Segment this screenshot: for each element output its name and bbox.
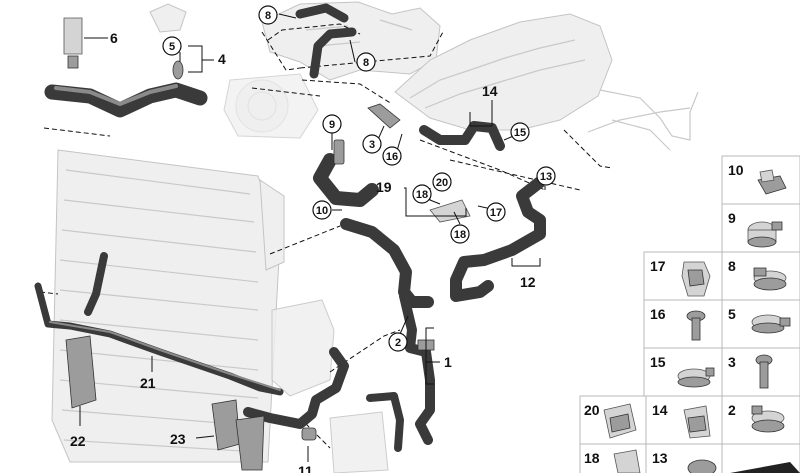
- circled-label-3: 3: [369, 139, 375, 151]
- callout-6: 6: [110, 30, 118, 46]
- circled-label-2: 2: [395, 337, 401, 349]
- circled-callouts: [162, 5, 556, 352]
- legend-pic-14: [683, 405, 711, 439]
- circled-label-20: 20: [436, 177, 448, 189]
- legend-number-18: 18: [584, 450, 600, 466]
- circled-label-13: 13: [540, 171, 552, 183]
- circled-label-8b: 8: [363, 57, 369, 69]
- circled-callout-10: [312, 200, 332, 220]
- legend-number-9: 9: [728, 210, 736, 226]
- circled-callout-9: [322, 114, 342, 134]
- legend-pic-15: [677, 367, 715, 388]
- legend-pic-10: [757, 169, 787, 195]
- legend-number-3: 3: [728, 354, 736, 370]
- callout-1: 1: [444, 354, 452, 370]
- legend-number-15: 15: [650, 354, 666, 370]
- legend-pic-8: [753, 267, 787, 291]
- circled-label-9: 9: [329, 119, 335, 131]
- circled-callout-13: [536, 166, 556, 186]
- callout-12: 12: [520, 274, 536, 290]
- circled-callout-17: [486, 202, 506, 222]
- legend-number-13: 13: [652, 450, 668, 466]
- circled-label-15: 15: [514, 127, 526, 139]
- callout-4: 4: [218, 51, 226, 67]
- circled-label-18a: 18: [416, 189, 428, 201]
- legend-number-5: 5: [728, 306, 736, 322]
- legend-pic-13: [687, 459, 717, 473]
- radiator-ghost: [51, 149, 389, 473]
- callout-22: 22: [70, 433, 86, 449]
- legend-pic-9: [747, 221, 783, 248]
- circled-callout-8a: [258, 5, 278, 25]
- legend-pic-16: [686, 310, 706, 341]
- legend-pic-18: [613, 449, 641, 473]
- assembly-dash-lines: [39, 23, 613, 449]
- parts-legend-grid: 10 9 17 8 16 5 15 3 20 14 2 18 13: [579, 155, 800, 473]
- circled-callout-2: [388, 332, 408, 352]
- coolant-hoses: [34, 3, 546, 452]
- legend-pic-5: [751, 314, 791, 334]
- circled-label-5: 5: [169, 41, 175, 53]
- callout-23: 23: [170, 431, 186, 447]
- circled-label-18b: 18: [454, 229, 466, 241]
- engine-ghost: [223, 1, 699, 151]
- callouts: 6 4 14 19 12 1 21 22 23 11: [70, 30, 536, 473]
- circled-callout-20: [432, 172, 452, 192]
- circled-callout-15: [510, 122, 530, 142]
- callout-21: 21: [140, 375, 156, 391]
- legend-number-10: 10: [728, 162, 744, 178]
- circled-label-10: 10: [316, 205, 328, 217]
- circled-callout-3: [362, 134, 382, 154]
- legend-pic-3: [755, 354, 773, 389]
- legend-number-8: 8: [728, 258, 736, 274]
- circled-callout-18a: [412, 184, 432, 204]
- legend-pic-blank: [730, 462, 800, 473]
- circled-callout-5: [162, 36, 182, 56]
- callout-14: 14: [482, 83, 498, 99]
- legend-number-16: 16: [650, 306, 666, 322]
- legend-number-2: 2: [728, 402, 736, 418]
- circled-label-8a: 8: [265, 10, 271, 22]
- circled-callout-16: [382, 146, 402, 166]
- legend-pic-2: [751, 405, 785, 433]
- circled-label-16: 16: [386, 151, 398, 163]
- legend-pic-17: [681, 261, 711, 297]
- circled-callout-18b: [450, 224, 470, 244]
- callout-19: 19: [376, 179, 392, 195]
- circled-callout-8b: [356, 52, 376, 72]
- legend-pic-20: [603, 403, 637, 439]
- circled-label-17: 17: [490, 207, 502, 219]
- legend-number-20: 20: [584, 402, 600, 418]
- callout-11: 11: [298, 463, 313, 473]
- circled-callout-labels: 8 5 8 9 3 16 15 13 20 18 17 10 18 2: [169, 10, 552, 349]
- legend-number-17: 17: [650, 258, 666, 274]
- legend-number-14: 14: [652, 402, 668, 418]
- small-parts: [63, 3, 471, 471]
